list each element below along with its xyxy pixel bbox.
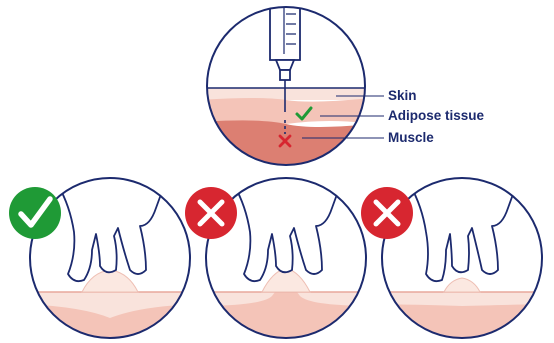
pinch-panel-correct [9, 178, 200, 342]
adipose-tissue-label: Adipose tissue [388, 108, 484, 124]
checkmark-icon [9, 187, 61, 239]
skin-layer [200, 88, 372, 100]
muscle-label: Muscle [388, 130, 434, 146]
x-mark-icon [361, 187, 413, 239]
pinch-panel-incorrect-2 [361, 178, 552, 342]
injection-cross-section [200, 0, 372, 180]
pinch-panel-incorrect-1 [185, 178, 376, 342]
x-mark-icon [185, 187, 237, 239]
skin-label: Skin [388, 88, 417, 104]
muscle-layer [200, 120, 372, 180]
